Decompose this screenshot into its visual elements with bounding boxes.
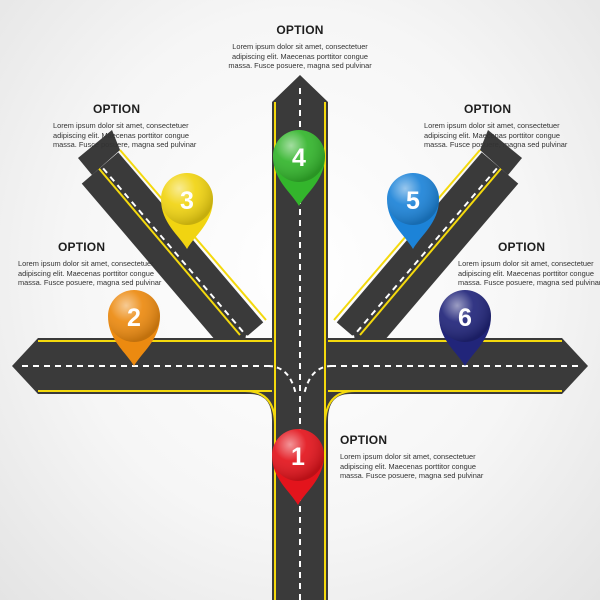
pin-number-6: 6 [458, 304, 472, 332]
option-2-description: Lorem ipsum dolor sit amet, consectetuer… [18, 259, 162, 288]
option-6-title: OPTION [498, 240, 546, 254]
pin-marker-2: 2 [108, 290, 160, 366]
pin-marker-4: 4 [273, 130, 325, 206]
option-1-text: OPTION Lorem ipsum dolor sit amet, conse… [340, 433, 490, 481]
option-2-title: OPTION [58, 240, 106, 254]
pin-number-2: 2 [127, 304, 141, 332]
pin-marker-3: 3 [161, 173, 213, 249]
option-5-title: OPTION [464, 102, 512, 116]
option-5-description: Lorem ipsum dolor sit amet, consectetuer… [424, 121, 568, 150]
option-2-text: OPTION Lorem ipsum dolor sit amet, conse… [18, 240, 168, 288]
option-6-description: Lorem ipsum dolor sit amet, consectetuer… [458, 259, 600, 288]
pin-number-5: 5 [406, 187, 420, 215]
option-3-description: Lorem ipsum dolor sit amet, consectetuer… [53, 121, 197, 150]
pin-number-3: 3 [180, 187, 194, 215]
pin-number-4: 4 [292, 144, 306, 172]
option-1-description: Lorem ipsum dolor sit amet, consectetuer… [340, 452, 484, 481]
option-1-title: OPTION [340, 433, 388, 447]
option-4-description: Lorem ipsum dolor sit amet, consectetuer… [228, 42, 372, 71]
pin-marker-6: 6 [439, 290, 491, 366]
pin-marker-5: 5 [387, 173, 439, 249]
pin-marker-1: 1 [272, 429, 324, 505]
option-4-text: OPTION Lorem ipsum dolor sit amet, conse… [225, 23, 375, 71]
road-junction [244, 365, 356, 426]
road-branch-upper-right [333, 130, 522, 354]
option-6-text: OPTION Lorem ipsum dolor sit amet, conse… [458, 240, 600, 288]
option-3-text: OPTION Lorem ipsum dolor sit amet, conse… [53, 102, 203, 150]
option-5-text: OPTION Lorem ipsum dolor sit amet, conse… [424, 102, 574, 150]
pin-number-1: 1 [291, 443, 305, 471]
road-branch-upper-left [78, 130, 267, 354]
option-4-title: OPTION [276, 23, 324, 37]
option-3-title: OPTION [93, 102, 141, 116]
